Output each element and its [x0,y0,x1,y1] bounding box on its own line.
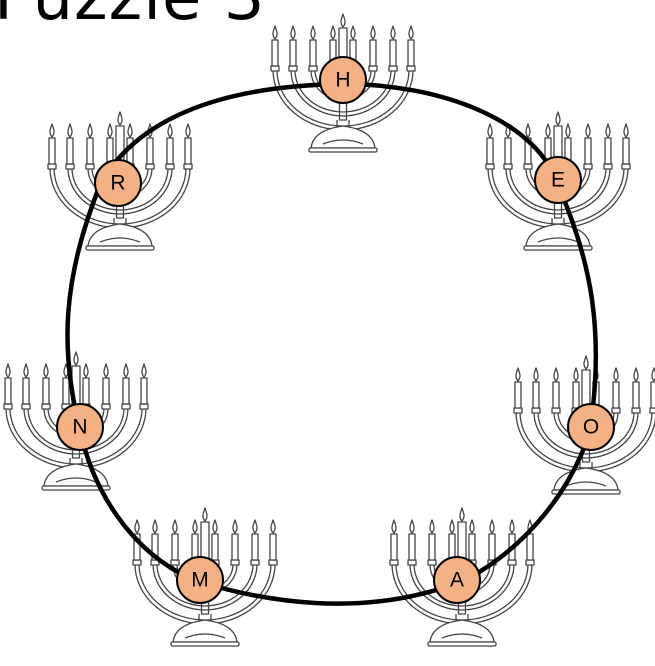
node-circle [433,556,481,604]
node-label: M [191,569,209,592]
node-label: N [72,416,87,439]
node-circle [56,403,104,451]
node-label: O [583,416,599,439]
node-circle [94,159,142,207]
node-label: H [335,69,350,92]
node-circle [534,156,582,204]
node-circle [319,56,367,104]
node-a: A [433,556,481,604]
connection-ring [65,81,599,606]
node-e: E [534,156,582,204]
node-m: M [176,556,224,604]
node-label: E [551,169,565,192]
node-o: O [567,403,615,451]
node-label: R [110,172,125,195]
puzzle-title: Puzzle 3 [0,0,265,30]
node-circle [176,556,224,604]
node-n: N [56,403,104,451]
node-circle [567,403,615,451]
node-r: R [94,159,142,207]
node-h: H [319,56,367,104]
node-label: A [450,569,464,592]
